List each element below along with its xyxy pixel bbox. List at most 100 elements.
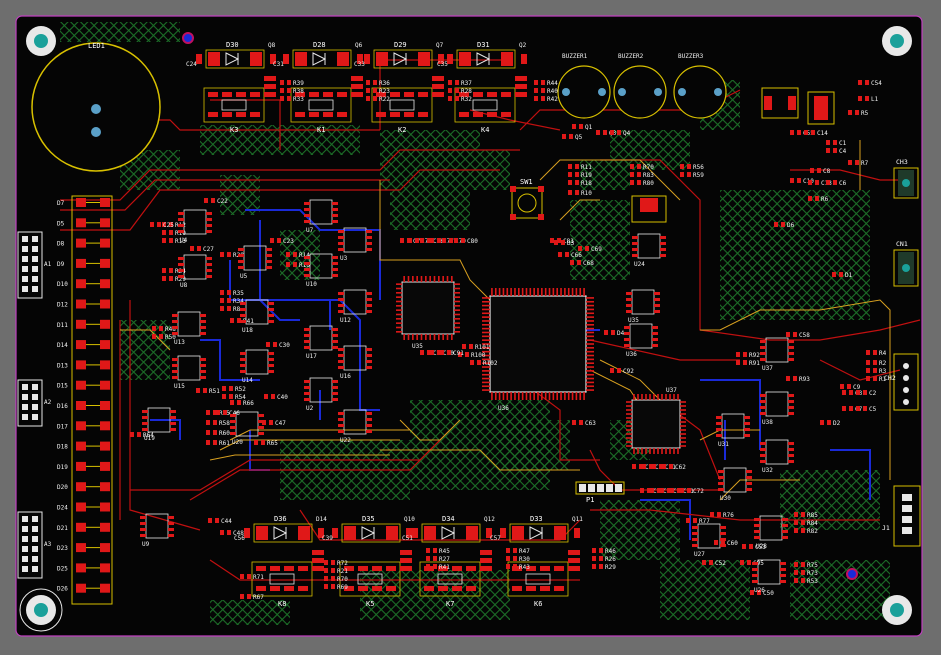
connector-ch2[interactable] [893, 353, 919, 411]
smd-part[interactable]: R27 [426, 556, 450, 563]
soic-chips[interactable]: U4U8U13U15U19U9U7U3U10U12U17U2U16U22U14U… [140, 199, 794, 594]
smd-part[interactable]: C80 [454, 238, 478, 245]
smd-part[interactable]: R91 [736, 360, 760, 367]
smd-part[interactable]: R32 [448, 96, 472, 103]
regulator-u33[interactable] [631, 195, 667, 223]
smd-part[interactable]: C69 [578, 246, 602, 253]
smd-part[interactable]: R61 [206, 440, 230, 447]
smd-part[interactable]: R22 [366, 96, 390, 103]
smd-part[interactable]: R5 [848, 110, 869, 117]
connector-cn1[interactable] [893, 249, 919, 287]
smd-part[interactable]: C52 [702, 560, 726, 567]
smd-part[interactable] [280, 88, 291, 93]
smd-part[interactable]: R69 [324, 584, 348, 591]
smd-part[interactable]: R82 [794, 528, 818, 535]
smd-part[interactable]: D2 [820, 420, 841, 427]
smd-part[interactable]: R84 [794, 520, 818, 527]
smd-part[interactable]: R65 [254, 440, 278, 447]
smd-part[interactable]: C6 [826, 180, 847, 187]
smd-part[interactable]: C4 [826, 148, 847, 155]
smd-part[interactable]: R43 [506, 564, 530, 571]
smd-part[interactable]: R7 [848, 160, 869, 167]
smd-part[interactable]: C54 [858, 80, 882, 87]
smd-part[interactable]: C25 [150, 222, 174, 229]
smd-part[interactable]: R14 [286, 252, 310, 259]
smd-part[interactable]: R18 [568, 180, 592, 187]
smd-part[interactable]: C1 [826, 140, 847, 147]
smd-part[interactable]: C2 [856, 390, 877, 397]
smd-part[interactable]: R48 [152, 326, 176, 333]
smd-part[interactable]: R37 [448, 80, 472, 87]
smd-part[interactable]: D1 [832, 272, 853, 279]
smd-part[interactable]: R35 [220, 290, 244, 297]
smd-part[interactable]: R50 [152, 334, 176, 341]
smd-part[interactable]: C77 [430, 238, 454, 245]
smd-part[interactable]: R13 [162, 238, 186, 245]
smd-part[interactable]: R47 [506, 548, 530, 555]
ic-u37[interactable] [626, 394, 686, 454]
smd-part[interactable]: R46 [592, 548, 616, 555]
smd-part[interactable]: R100 [458, 352, 486, 359]
smd-part[interactable]: C68 [570, 260, 594, 267]
smd-part[interactable]: R8 [220, 306, 241, 313]
smd-part[interactable]: C55 [790, 130, 814, 137]
smd-part[interactable]: R26 [592, 556, 616, 563]
smd-part[interactable]: R29 [592, 564, 616, 571]
smd-part[interactable]: C60 [714, 540, 738, 547]
smd-part[interactable]: C9 [840, 384, 861, 391]
smd-part[interactable]: C53 [742, 544, 766, 551]
smd-part[interactable]: R59 [680, 172, 704, 179]
smd-part[interactable]: R102 [470, 360, 498, 367]
smd-part[interactable]: C66 [558, 252, 582, 259]
smd-part[interactable]: R30 [506, 556, 530, 563]
smd-part[interactable]: R4 [866, 350, 887, 357]
smd-part[interactable]: D4 [604, 330, 625, 337]
smd-part[interactable]: C92 [610, 368, 634, 375]
mcu-u36[interactable] [482, 288, 594, 400]
smd-part[interactable]: R51 [196, 388, 220, 395]
smd-part[interactable]: R16 [286, 262, 310, 269]
smd-part[interactable]: C46 [216, 410, 240, 417]
bottom-relay-bank[interactable]: D36K8D14C56D35K5Q10C39D34K7Q12C51D33K6Q1… [234, 515, 583, 608]
smd-part[interactable]: C75 [408, 238, 432, 245]
mcu-u35[interactable] [396, 276, 460, 340]
smd-part[interactable]: R101 [462, 344, 490, 351]
smd-part[interactable]: R23 [366, 88, 390, 95]
smd-part[interactable] [280, 96, 291, 101]
smd-part[interactable]: C63 [572, 420, 596, 427]
smd-part[interactable]: C44 [208, 518, 232, 525]
smd-part[interactable]: C72 [680, 488, 704, 495]
smd-components[interactable]: R39R38R33R36R23R22R37R28R32R44R40R42R12R… [130, 80, 887, 601]
smd-part[interactable]: R70 [324, 576, 348, 583]
smd-part[interactable]: C14 [804, 130, 828, 137]
smd-part[interactable]: C91 [440, 350, 464, 357]
smd-part[interactable]: R2 [866, 360, 887, 367]
smd-part[interactable]: C22 [204, 198, 228, 205]
smd-part[interactable]: R76 [710, 512, 734, 519]
smd-part[interactable]: R66 [230, 400, 254, 407]
inductor-l1[interactable] [807, 91, 835, 125]
smd-part[interactable]: C27 [190, 246, 214, 253]
smd-part[interactable]: R56 [680, 164, 704, 171]
smd-part[interactable]: R41 [230, 318, 254, 325]
smd-part[interactable]: R58 [206, 420, 230, 427]
smd-part[interactable]: R42 [534, 96, 558, 103]
smd-part[interactable]: C48 [220, 530, 244, 537]
smd-part[interactable]: R72 [324, 560, 348, 567]
smd-part[interactable]: C95 [740, 560, 764, 567]
smd-part[interactable]: R85 [794, 512, 818, 519]
smd-part[interactable]: R54 [222, 394, 246, 401]
smd-part[interactable]: C58 [786, 332, 810, 339]
smd-part[interactable]: R11 [568, 164, 592, 171]
smd-part[interactable]: D6 [774, 222, 795, 229]
smd-part[interactable] [280, 80, 291, 85]
smd-part[interactable]: R60 [206, 430, 230, 437]
smd-part[interactable]: D3 [554, 240, 575, 247]
connector-j1[interactable] [893, 485, 921, 547]
smd-part[interactable]: C5 [856, 406, 877, 413]
sw1-switch[interactable] [510, 186, 544, 220]
